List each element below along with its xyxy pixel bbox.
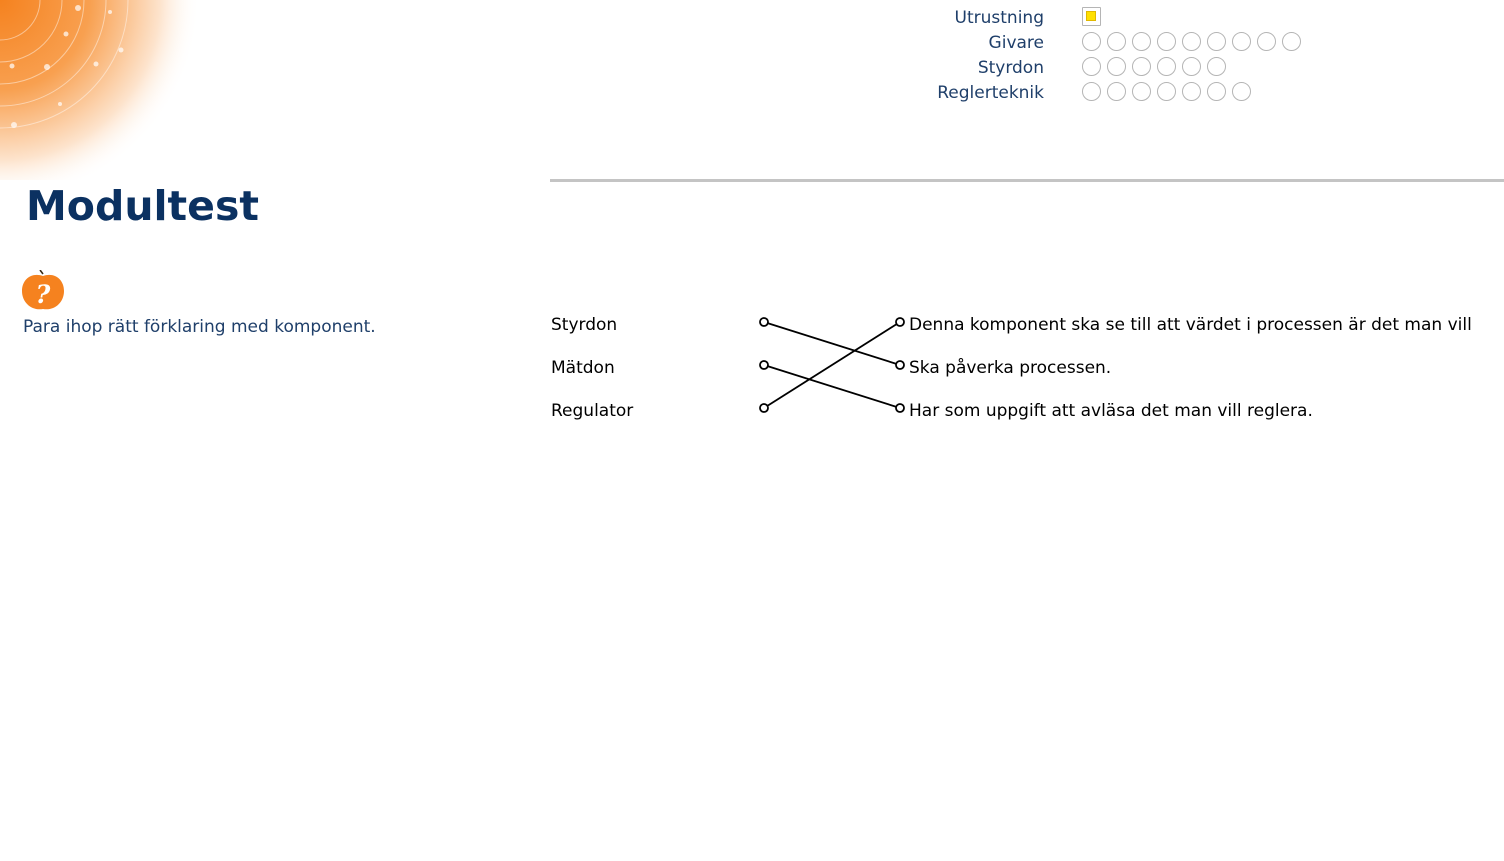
progress-module-label: Reglerteknik	[937, 83, 1044, 103]
match-left-item: Styrdon	[551, 315, 618, 335]
progress-step[interactable]	[1182, 57, 1201, 76]
left-connector-dot[interactable]	[759, 360, 769, 370]
progress-step[interactable]	[1082, 32, 1101, 51]
match-connection-line[interactable]	[763, 321, 901, 409]
progress-module-label: Utrustning	[954, 8, 1044, 28]
progress-module-label: Givare	[988, 33, 1044, 53]
progress-step[interactable]	[1157, 57, 1176, 76]
question-instruction: Para ihop rätt förklaring med komponent.	[23, 317, 376, 337]
page-title: Modultest	[26, 182, 259, 230]
right-connector-dot[interactable]	[895, 360, 905, 370]
match-right-item: Ska påverka processen.	[909, 358, 1112, 378]
progress-module-label: Styrdon	[977, 58, 1044, 78]
match-left-item: Regulator	[551, 401, 634, 421]
progress-step[interactable]	[1157, 32, 1176, 51]
left-connector-dot[interactable]	[759, 403, 769, 413]
progress-current-step[interactable]	[1082, 7, 1101, 26]
progress-step[interactable]	[1232, 32, 1251, 51]
match-right-item: Denna komponent ska se till att värdet i…	[909, 315, 1472, 335]
progress-row: Styrdon	[880, 56, 1480, 81]
current-step-marker	[1086, 11, 1096, 21]
header-divider	[550, 179, 1504, 182]
progress-step[interactable]	[1107, 57, 1126, 76]
progress-step[interactable]	[1132, 32, 1151, 51]
progress-step[interactable]	[1282, 32, 1301, 51]
match-right-item: Har som uppgift att avläsa det man vill …	[909, 401, 1313, 421]
progress-row: Givare	[880, 31, 1480, 56]
progress-step[interactable]	[1157, 82, 1176, 101]
match-connection-line[interactable]	[763, 321, 901, 366]
progress-step[interactable]	[1107, 82, 1126, 101]
progress-step[interactable]	[1232, 82, 1251, 101]
svg-text:?: ?	[36, 280, 51, 309]
progress-step[interactable]	[1107, 32, 1126, 51]
progress-step[interactable]	[1182, 82, 1201, 101]
progress-step[interactable]	[1082, 57, 1101, 76]
decorative-sun-graphic	[0, 0, 200, 180]
right-connector-dot[interactable]	[895, 403, 905, 413]
left-connector-dot[interactable]	[759, 317, 769, 327]
progress-row: Utrustning	[880, 6, 1480, 31]
help-question-apple-icon: ?	[22, 270, 64, 310]
progress-step[interactable]	[1182, 32, 1201, 51]
match-connection-line[interactable]	[763, 364, 901, 409]
right-connector-dot[interactable]	[895, 317, 905, 327]
match-left-item: Mätdon	[551, 358, 615, 378]
progress-step[interactable]	[1257, 32, 1276, 51]
progress-step[interactable]	[1207, 57, 1226, 76]
progress-step[interactable]	[1082, 82, 1101, 101]
progress-step[interactable]	[1207, 32, 1226, 51]
progress-step[interactable]	[1132, 57, 1151, 76]
progress-row: Reglerteknik	[880, 81, 1480, 106]
progress-step[interactable]	[1207, 82, 1226, 101]
progress-step[interactable]	[1132, 82, 1151, 101]
